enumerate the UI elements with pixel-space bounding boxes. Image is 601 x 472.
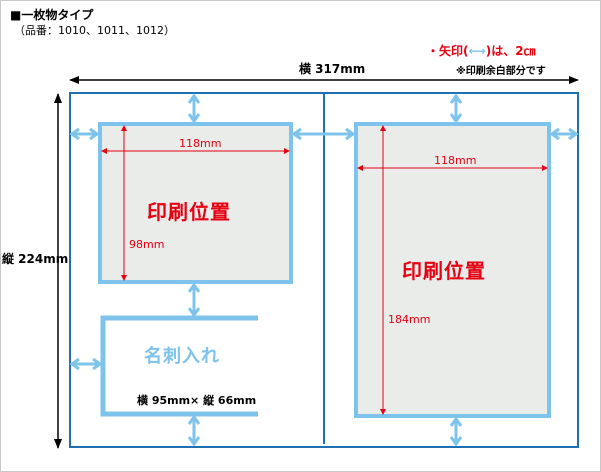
card-area-title: 名刺入れ (144, 346, 220, 367)
margin-note: ※印刷余白部分です (456, 66, 546, 77)
sheet-outline (69, 92, 579, 448)
left-print-height-label: 98mm (129, 238, 165, 251)
right-print-width-label: 118mm (434, 154, 477, 167)
card-size-label: 横 95mm× 縦 66mm (137, 394, 257, 407)
card-area-outline (100, 315, 258, 417)
arrow-note-suffix: )は、2㎝ (485, 44, 536, 58)
right-print-height-label: 184mm (388, 313, 431, 326)
right-print-area-title: 印刷位置 (402, 259, 486, 283)
arrow-note-prefix: ・矢印( (427, 44, 469, 58)
width-label: 横 317mm (299, 62, 366, 76)
margin-arrows (72, 96, 576, 444)
diagram-title: ■一枚物タイプ (10, 8, 94, 22)
left-print-width-label: 118mm (179, 137, 222, 150)
height-label: 縦 224mm (2, 252, 69, 266)
product-numbers: （品番：1010、1011、1012） (14, 24, 175, 37)
left-print-area-title: 印刷位置 (147, 200, 231, 224)
arrow-legend-note: ・矢印(⟷)は、2㎝ (427, 42, 536, 59)
right-print-area (354, 122, 551, 418)
double-arrow-icon: ⟷ (468, 44, 486, 58)
